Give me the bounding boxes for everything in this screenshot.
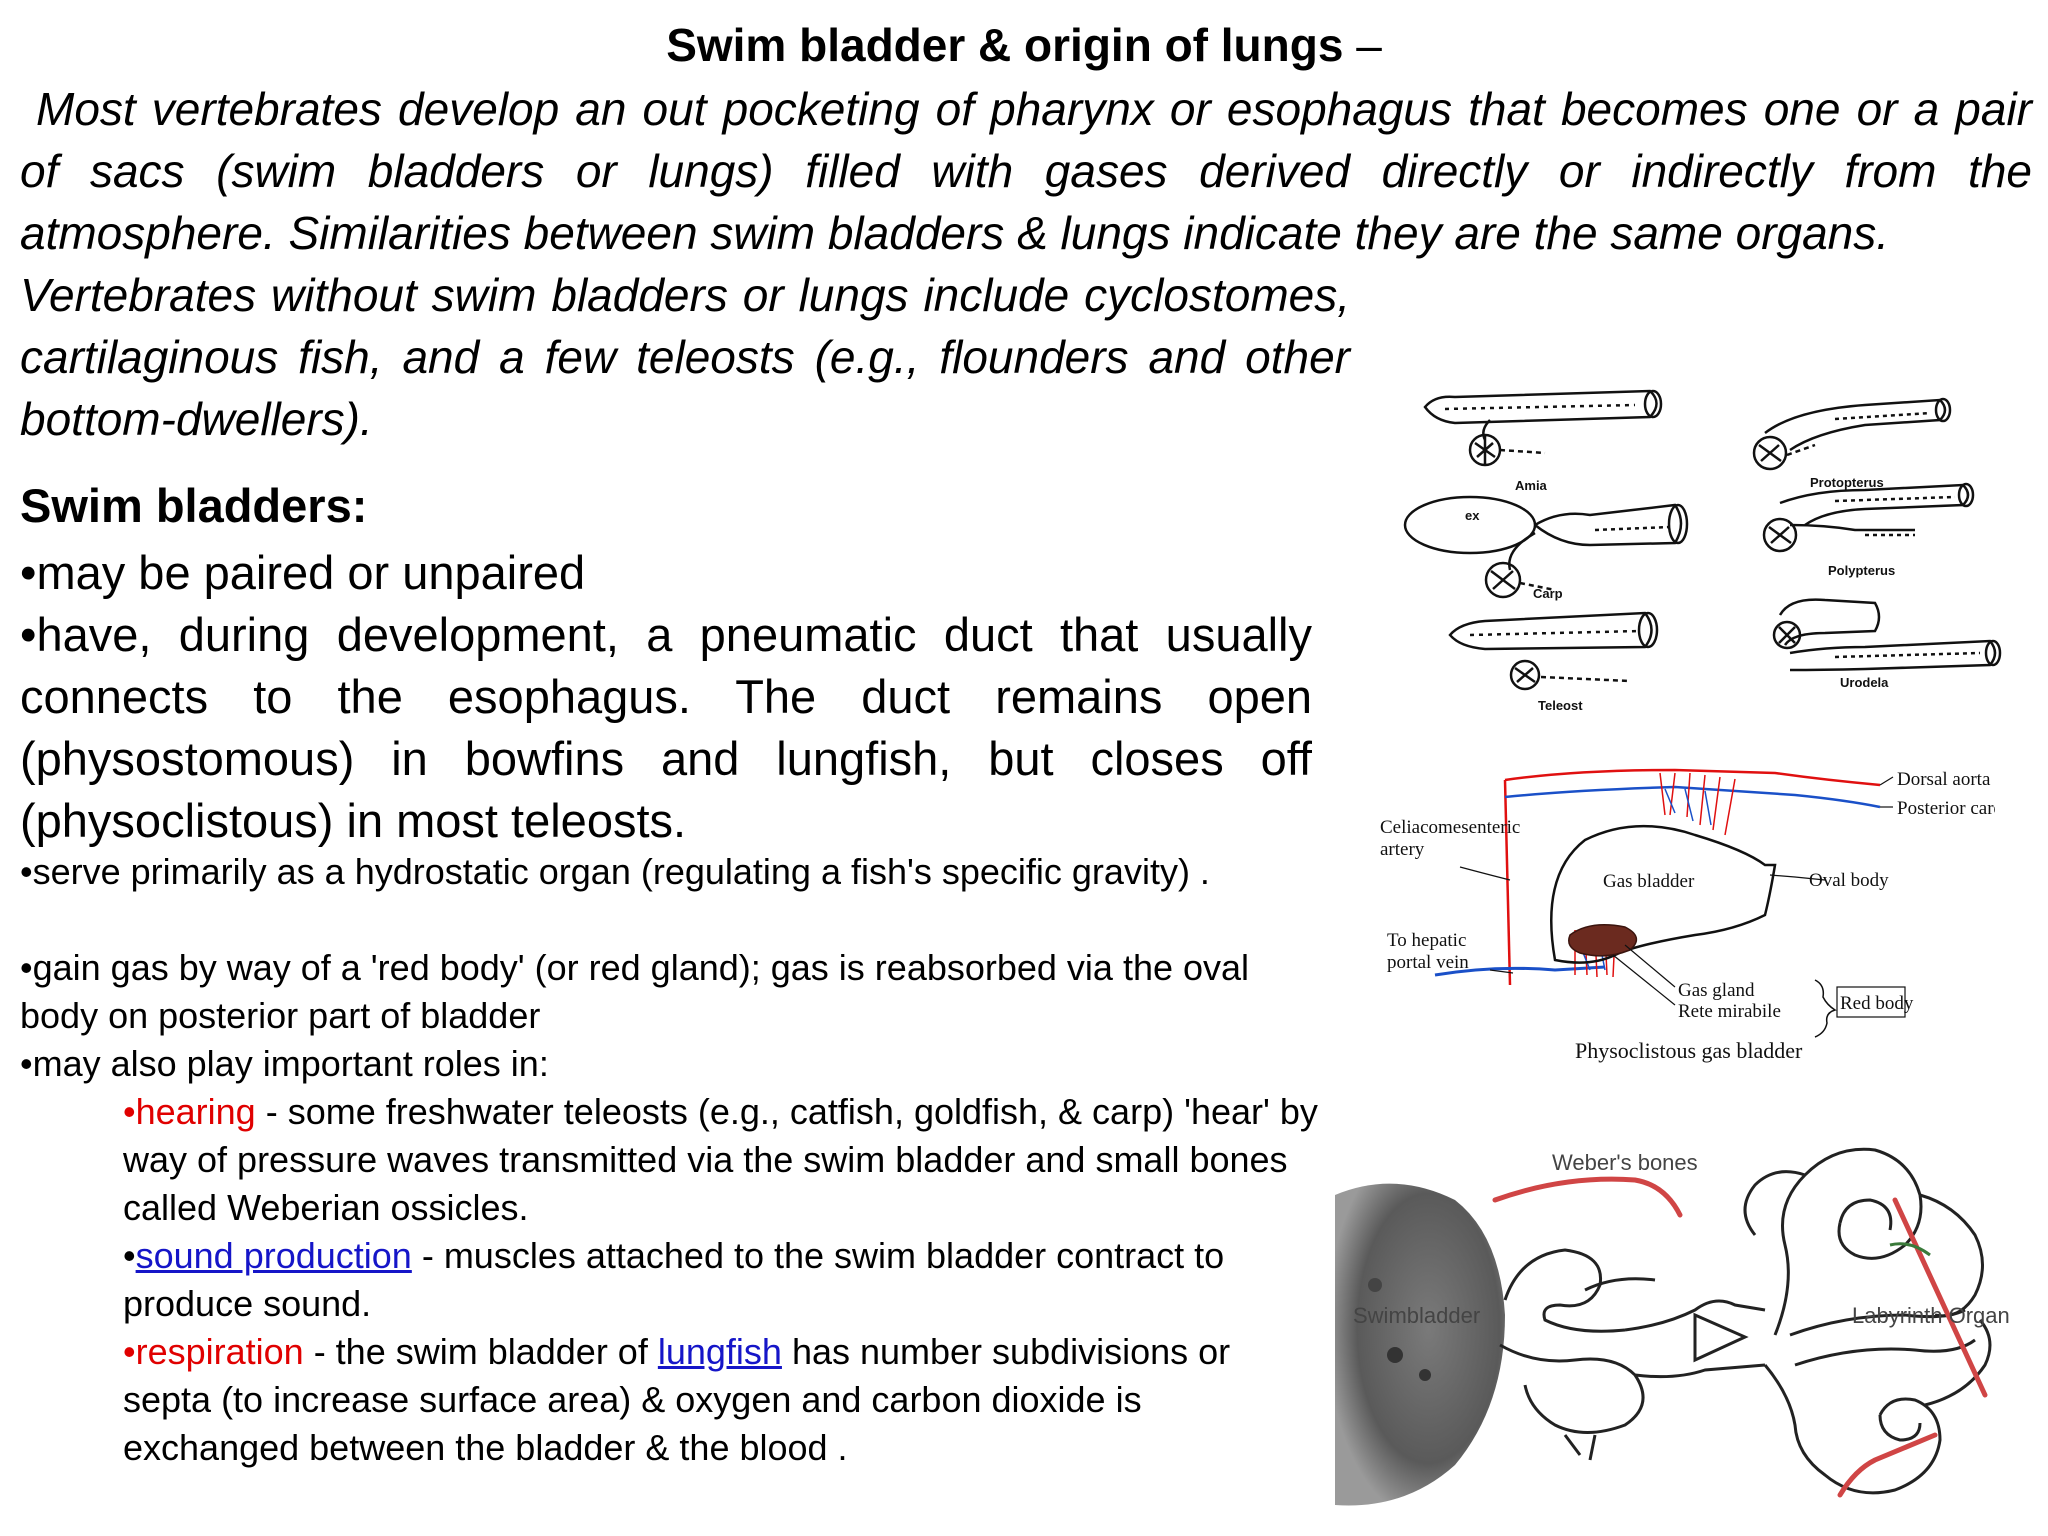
label-artery: artery [1380, 839, 1425, 860]
label-labyrinth-organ: Labyrinth Organ [1852, 1303, 2010, 1328]
bullet-roles: •may also play important roles in: [20, 1043, 549, 1084]
label-protopterus: Protopterus [1810, 475, 1884, 490]
role-respiration: •respiration - the swim bladder of lungf… [123, 1328, 1323, 1472]
respiration-label: •respiration [123, 1331, 304, 1372]
weberian-apparatus-diagram: Weber's bones Swimbladder Labyrinth Orga… [1335, 1147, 2010, 1506]
intro-block: Most vertebrates develop an out pocketin… [20, 78, 2032, 450]
title-dash: – [1356, 19, 1382, 71]
bullet-hydrostatic: •serve primarily as a hydrostatic organ … [20, 851, 1210, 892]
bullet-pneumatic-duct: •have, during development, a pneumatic d… [20, 608, 1312, 847]
label-posterior-cardinal-vein: Posterior cardinal vien [1897, 798, 1995, 819]
sound-production-link[interactable]: sound production [135, 1235, 412, 1276]
label-swimbladder: Swimbladder [1353, 1303, 1480, 1328]
label-carp: Carp [1533, 586, 1563, 601]
hearing-label: •hearing [123, 1091, 256, 1132]
label-gas-bladder: Gas bladder [1603, 871, 1695, 892]
role-sound: •sound production - muscles attached to … [123, 1232, 1323, 1328]
intro-paragraph-2: Vertebrates without swim bladders or lun… [20, 269, 1350, 445]
diagram-caption: Physoclistous gas bladder [1575, 1038, 1803, 1063]
hearing-text: - some freshwater teleosts (e.g., catfis… [123, 1091, 1318, 1228]
sound-text: - muscles attached to the swim bladder c… [123, 1235, 1225, 1324]
lungfish-link[interactable]: lungfish [657, 1331, 782, 1372]
label-to-hepatic: To hepatic [1387, 930, 1466, 951]
swim-bladders-heading: Swim bladders: [20, 479, 368, 532]
label-dorsal-aorta: Dorsal aorta [1897, 769, 1991, 790]
label-celiacomesenteric: Celiacomesenteric [1380, 817, 1520, 838]
intro-paragraph-1: Most vertebrates develop an out pocketin… [20, 83, 2032, 259]
label-gas-gland: Gas gland [1678, 980, 1755, 1001]
label-webers-bones: Weber's bones [1552, 1150, 1698, 1175]
label-rete-mirabile: Rete mirabile [1678, 1001, 1781, 1022]
respiration-text-1: - the swim bladder of [303, 1331, 658, 1372]
label-teleost: Teleost [1538, 698, 1583, 713]
sound-bullet: • [123, 1235, 136, 1276]
label-ex: ex [1465, 508, 1480, 523]
bullet-paired: •may be paired or unpaired [20, 546, 586, 599]
label-portal-vein: portal vein [1387, 952, 1469, 973]
page-title: Swim bladder & origin of lungs – [0, 18, 2048, 72]
role-hearing: •hearing - some freshwater teleosts (e.g… [123, 1088, 1323, 1232]
physoclistous-gas-bladder-diagram: Dorsal aorta Posterior cardinal vien Cel… [1380, 768, 1995, 1063]
label-urodela: Urodela [1840, 675, 1889, 690]
respiration-text-2: has number subdivisions or septa (to inc… [123, 1331, 1231, 1468]
bullet-red-body: •gain gas by way of a 'red body' (or red… [20, 947, 1250, 1036]
title-text: Swim bladder & origin of lungs [666, 19, 1344, 71]
label-polypterus: Polypterus [1828, 563, 1895, 578]
label-oval-body: Oval body [1809, 870, 1889, 891]
label-amia: Amia [1515, 478, 1548, 493]
bladder-forms-diagram: Amia Protopterus ex Carp Polypterus Tele… [1403, 389, 2002, 713]
label-red-body: Red body [1840, 993, 1914, 1014]
